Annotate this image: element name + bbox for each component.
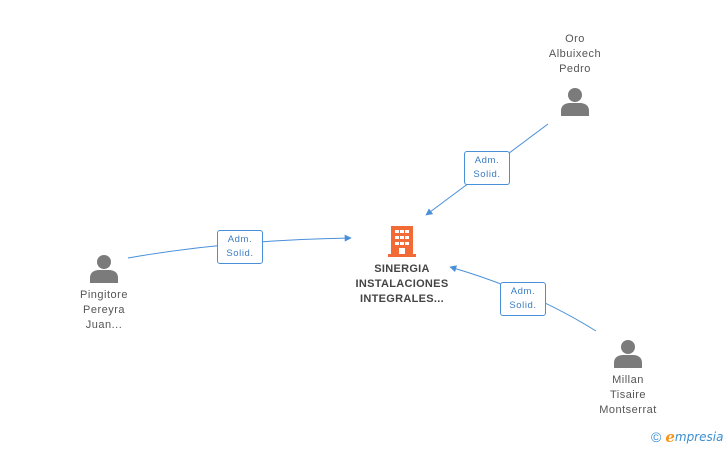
person-name-line: Albuixech [548, 48, 602, 60]
person-node-oro[interactable]: Oro Albuixech Pedro [515, 32, 635, 117]
person-name[interactable]: Millan Tisaire Montserrat [568, 373, 688, 418]
person-name-line: Pedro [559, 63, 591, 75]
person-icon [561, 88, 589, 116]
company-name-line: INSTALACIONES [355, 278, 449, 290]
brand-footer: © e mpresia [651, 428, 723, 446]
person-name-line: Millan [612, 374, 644, 386]
brand-logo-initial: e [665, 428, 675, 446]
company-node[interactable]: SINERGIA INSTALACIONES INTEGRALES... [332, 224, 472, 307]
person-node-millan[interactable]: Millan Tisaire Montserrat [568, 339, 688, 418]
role-line: Solid. [473, 169, 501, 180]
role-line: Adm. [510, 286, 536, 297]
building-icon [388, 226, 416, 257]
role-line: Adm. [474, 155, 500, 166]
role-line: Solid. [226, 248, 254, 259]
copyright-icon: © [651, 429, 662, 445]
person-name-line: Pereyra [82, 304, 126, 316]
person-name-line: Oro [565, 33, 585, 45]
person-name-line: Pingitore [80, 289, 128, 301]
person-name[interactable]: Pingitore Pereyra Juan... [44, 288, 164, 333]
person-node-pingitore[interactable]: Pingitore Pereyra Juan... [44, 254, 164, 333]
person-name-line: Tisaire [609, 389, 647, 401]
role-line: Solid. [509, 300, 537, 311]
role-line: Adm. [227, 234, 253, 245]
company-name-line: INTEGRALES... [360, 293, 444, 305]
brand-logo[interactable]: e mpresia [665, 428, 723, 446]
person-icon [90, 255, 118, 283]
person-name-line: Montserrat [599, 404, 657, 416]
company-name[interactable]: SINERGIA INSTALACIONES INTEGRALES... [332, 262, 472, 307]
company-name-line: SINERGIA [374, 263, 430, 275]
role-badge-oro[interactable]: Adm. Solid. [464, 151, 510, 185]
person-name[interactable]: Oro Albuixech Pedro [515, 32, 635, 77]
brand-logo-text: mpresia [674, 430, 724, 444]
role-badge-pingitore[interactable]: Adm. Solid. [217, 230, 263, 264]
person-name-line: Juan... [85, 319, 123, 331]
person-icon [614, 340, 642, 368]
role-badge-millan[interactable]: Adm. Solid. [500, 282, 546, 316]
